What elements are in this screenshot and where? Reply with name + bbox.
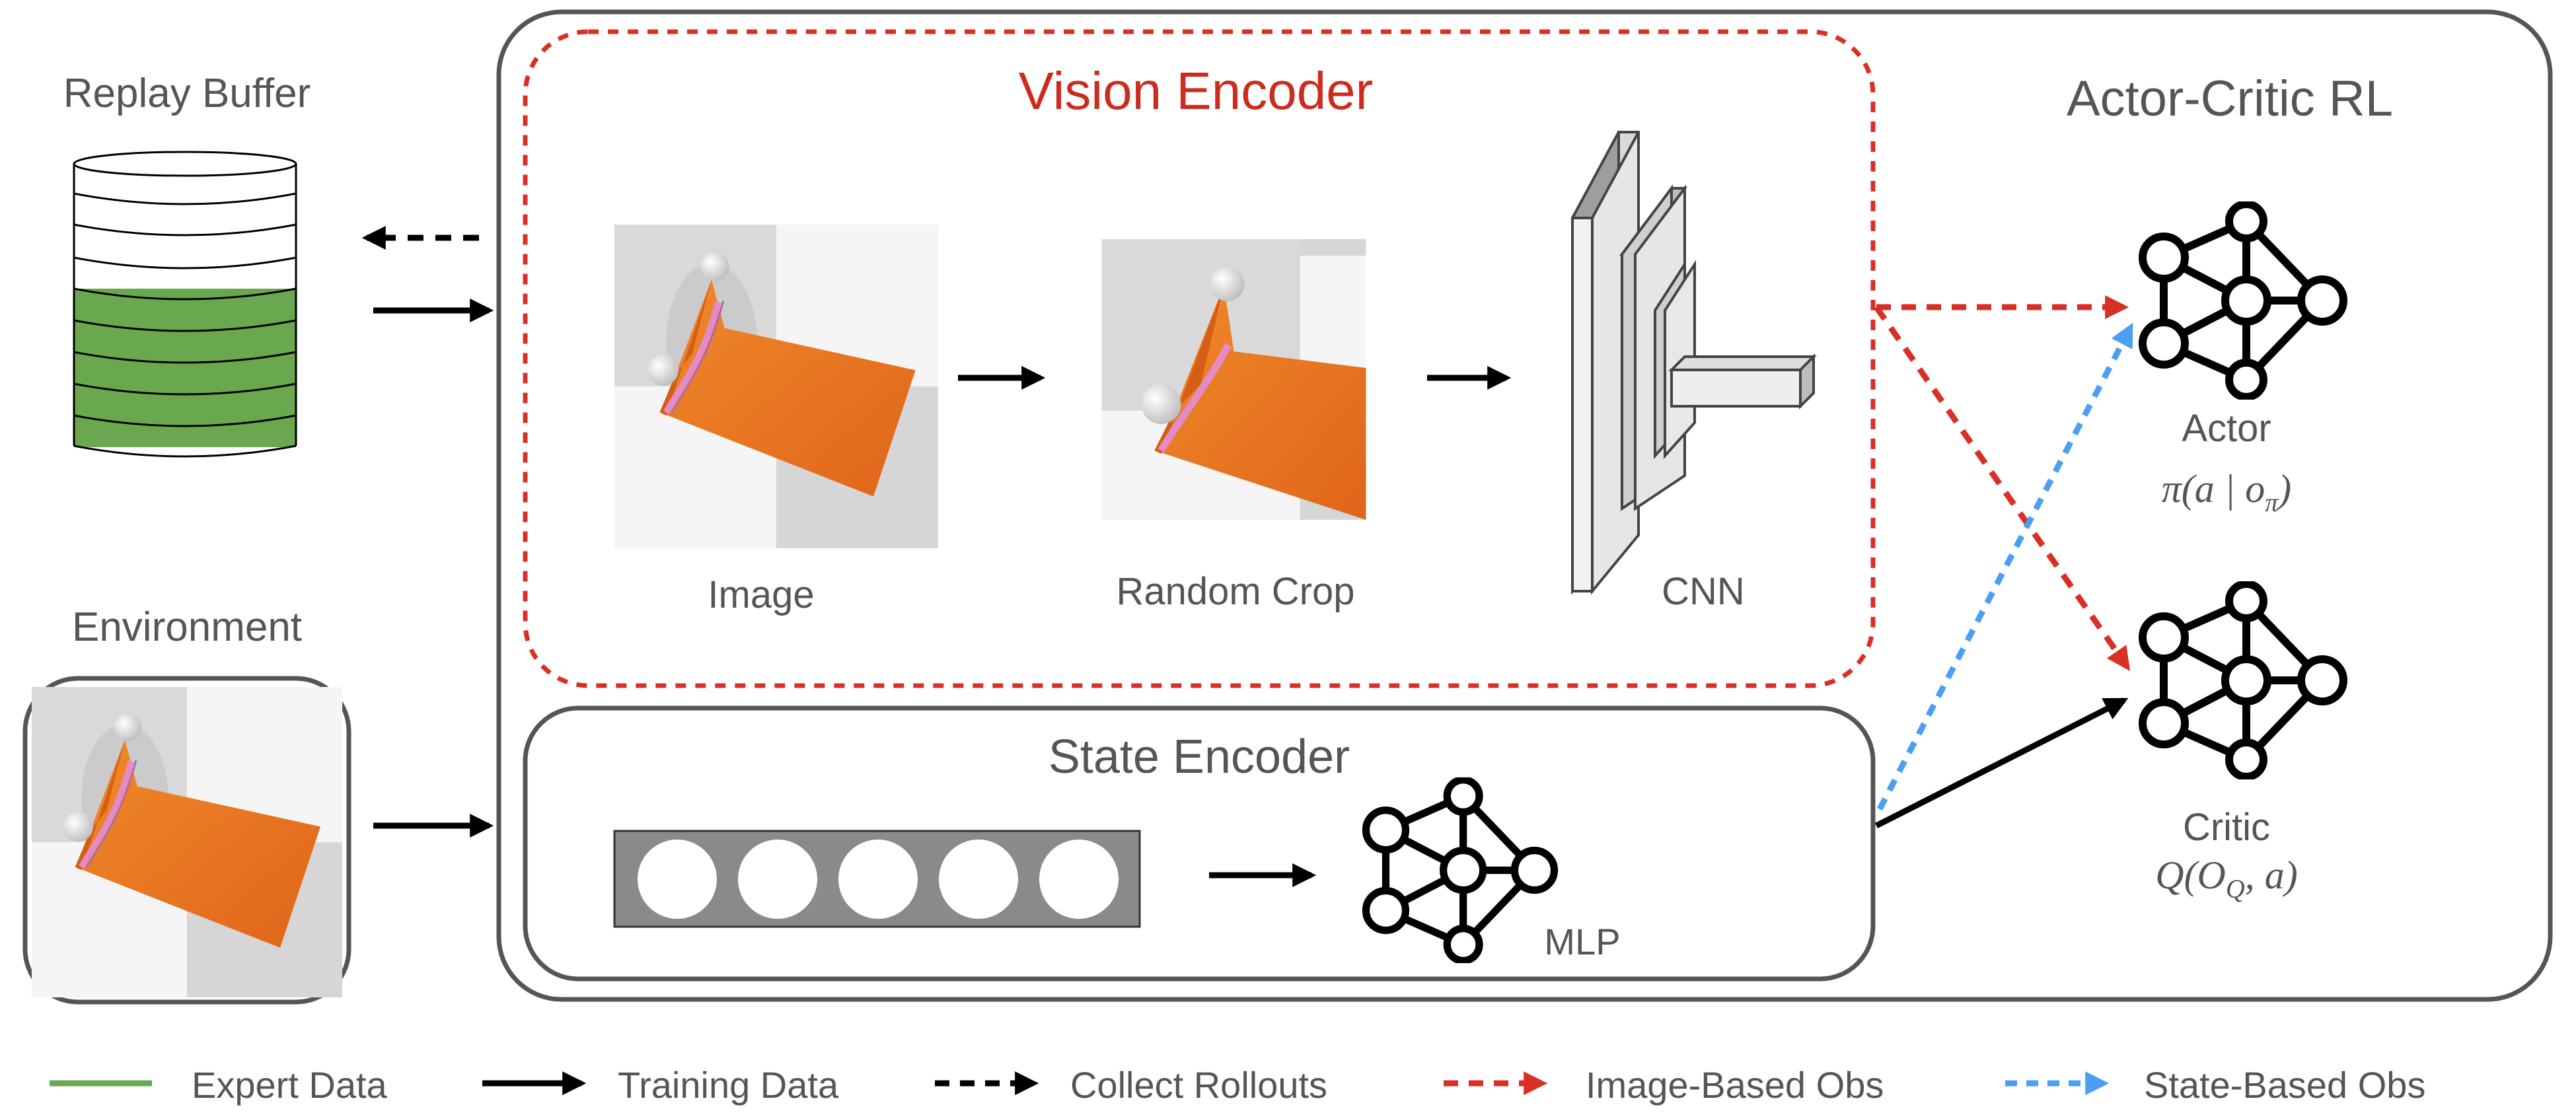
legend-training-label: Training Data [618,1064,839,1106]
actor-critic-box [496,9,2553,1002]
input-image [614,225,938,548]
cnn-label: CNN [1662,570,1745,613]
replay-buffer-title: Replay Buffer [63,71,311,116]
actor-policy-formula: π(a | oπ) [2162,467,2292,517]
mlp-label: MLP [1544,921,1620,962]
actor: Actor π(a | oπ) [2143,204,2343,517]
state-obs-to-actor-arrow [1877,322,2133,811]
legend-rollouts-label: Collect Rollouts [1070,1064,1327,1106]
legend-item-image-obs: Image-Based Obs [1444,1064,1884,1106]
mlp-network-icon [1366,780,1555,961]
vision-encoder-title: Vision Encoder [1019,61,1374,120]
legend-state-obs-label: State-Based Obs [2144,1064,2425,1106]
state-to-critic-arrow [1874,697,2129,829]
replay-buffer: Replay Buffer [63,71,311,458]
state-encoder-title: State Encoder [1049,731,1350,783]
random-crop-label: Random Crop [1116,570,1354,613]
legend-item-collect-rollouts: Collect Rollouts [935,1064,1327,1106]
vision-encoder: Vision Encoder Image Random Crop CNN [523,29,1876,688]
critic-label: Critic [2183,806,2270,849]
random-crop-image [1102,239,1366,520]
vision-encoder-box [523,29,1876,688]
image-label: Image [708,573,814,616]
image-obs-to-critic-arrow [1874,305,2131,671]
state-encoder: State Encoder MLP [523,705,1876,982]
legend-expert-label: Expert Data [192,1064,388,1106]
legend-item-training-data: Training Data [482,1064,839,1106]
cnn-icon [1571,131,1817,595]
environment-render [32,687,342,997]
environment: Environment [22,604,351,1005]
legend-item-state-obs: State-Based Obs [2005,1064,2425,1106]
actor-label: Actor [2182,407,2271,450]
critic: Critic Q(OQ, a) [2143,584,2343,904]
legend-item-expert-data: Expert Data [50,1064,388,1106]
critic-q-formula: Q(OQ, a) [2155,853,2298,904]
legend-image-obs-label: Image-Based Obs [1586,1064,1884,1106]
actor-network-icon [2143,204,2343,397]
database-cylinder-icon [73,151,297,458]
environment-title: Environment [72,604,302,650]
legend: Expert Data Training Data Collect Rollou… [50,1064,2425,1106]
critic-network-icon [2143,584,2343,777]
state-vector [613,830,1141,928]
actor-critic-title: Actor-Critic RL [2067,71,2393,127]
state-encoder-box [523,705,1876,982]
